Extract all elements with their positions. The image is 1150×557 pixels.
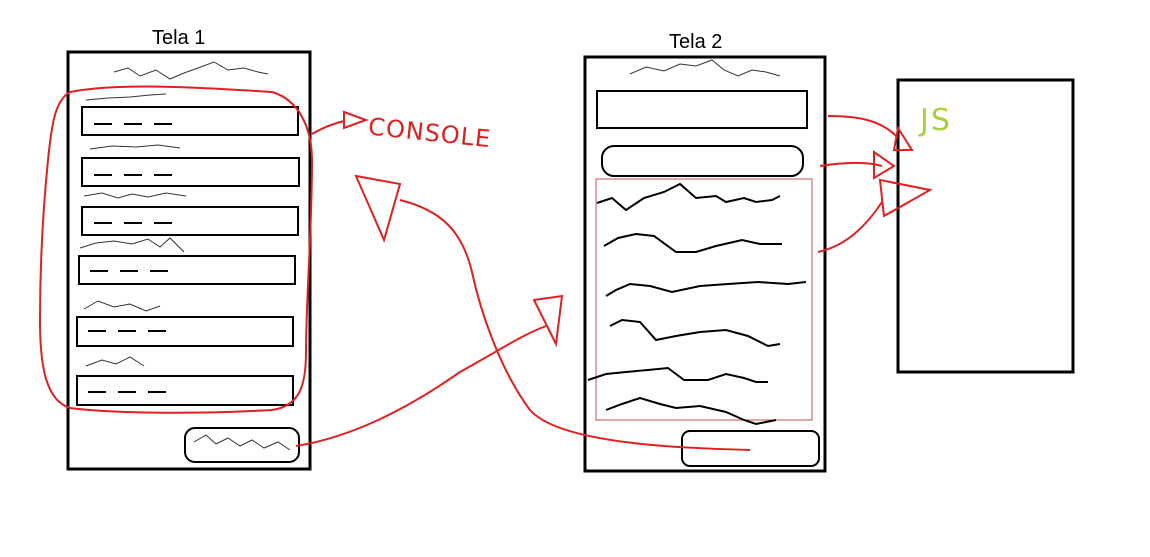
js-connector-2 — [819, 162, 883, 167]
tela2-title: Tela 2 — [669, 31, 722, 53]
js-arrowhead-2 — [873, 150, 896, 180]
js-label: JS — [918, 103, 952, 138]
tela2-bottom-button — [681, 430, 820, 467]
return-connector — [399, 199, 751, 451]
console-connector — [311, 120, 345, 135]
tela2-input-box — [596, 90, 808, 129]
tela1-input-field — [78, 255, 296, 285]
tela1-input-field — [76, 316, 294, 347]
annotation-layer — [38, 85, 933, 451]
tela2-list-area — [595, 178, 813, 421]
tela1-input-field — [81, 106, 299, 136]
arrow-head-up — [532, 294, 564, 348]
js-arrowhead-3 — [878, 178, 933, 218]
tela2-header-scribble — [629, 59, 781, 77]
js-connector-3 — [817, 201, 883, 253]
arrow-head-left — [354, 174, 402, 243]
tela2-frame — [583, 55, 827, 473]
tela1-fields-loop — [38, 85, 314, 414]
console-label: CONSOLE — [367, 113, 493, 154]
console-arrowhead — [343, 110, 369, 130]
tela1-title: Tela 1 — [152, 27, 205, 49]
tela1-header-scribble — [113, 61, 269, 80]
tela1-input-field — [81, 206, 299, 236]
js-connector-1 — [827, 115, 899, 139]
js-arrowhead-1 — [892, 125, 914, 151]
forward-connector — [295, 325, 547, 447]
tela2-list-scribbles — [587, 182, 807, 426]
tela2-pill-button — [601, 145, 804, 177]
tela1-frame — [66, 50, 312, 471]
js-box — [896, 78, 1075, 374]
tela1-input-field — [81, 157, 300, 187]
tela1-input-field — [76, 375, 294, 406]
tela1-button-scribble — [193, 434, 291, 451]
